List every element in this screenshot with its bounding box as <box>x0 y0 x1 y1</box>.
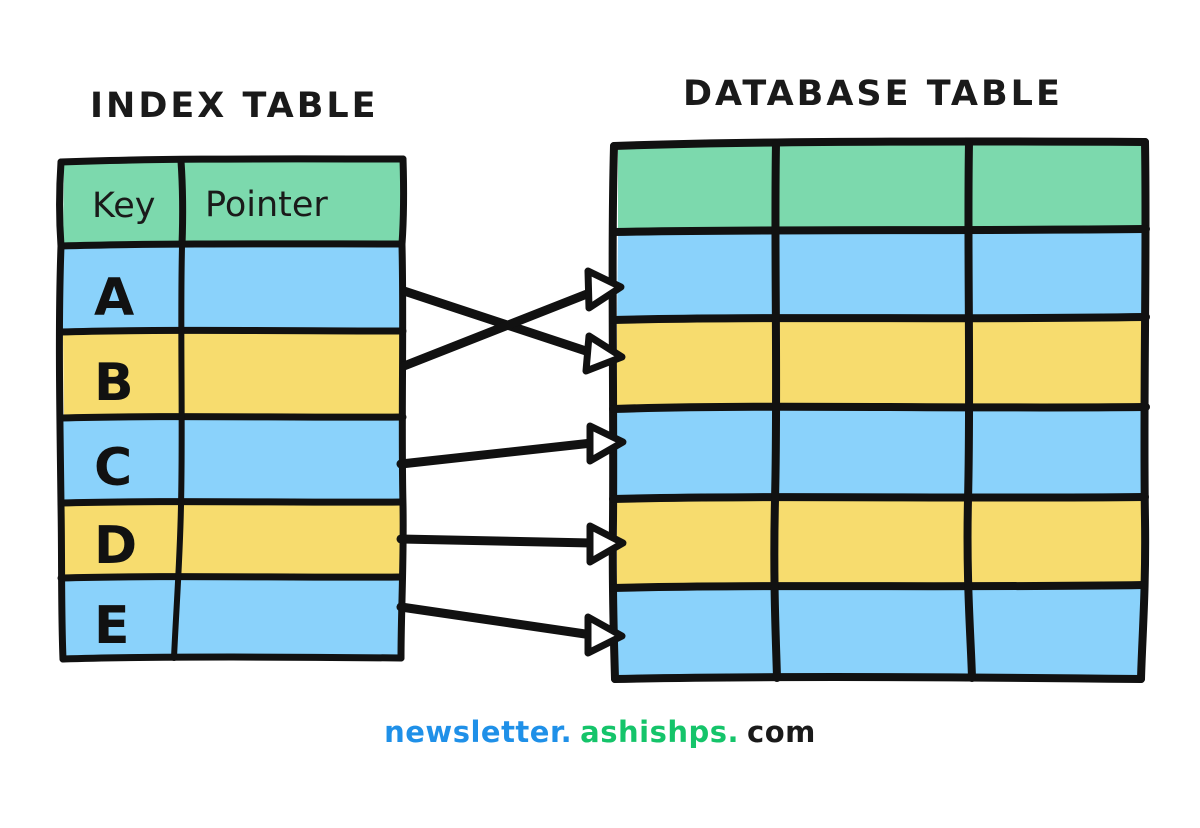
footer-dot-1: . <box>560 715 573 749</box>
pointer-arrow-e <box>396 602 626 657</box>
index-row-fill-a <box>62 245 401 331</box>
index-header-fill <box>63 160 401 244</box>
index-row-separator-3 <box>57 498 406 507</box>
index-header-bottom-border <box>57 240 406 250</box>
pointer-arrowhead-c <box>586 422 627 465</box>
pointer-arrowhead-b <box>584 267 625 312</box>
database-table <box>608 137 1150 683</box>
footer-dot-2: . <box>727 715 740 749</box>
pointer-line-a <box>399 286 597 358</box>
pointer-arrows <box>396 267 627 657</box>
pointer-arrowhead-d <box>586 522 627 566</box>
index-row-fill-d <box>62 503 400 578</box>
db-row-fill-1 <box>617 230 1142 320</box>
db-row-fill-4 <box>617 498 1142 588</box>
index-header-top-border <box>57 155 407 166</box>
index-body-right-border <box>397 241 407 662</box>
pointer-arrow-c <box>396 422 627 469</box>
db-column-divider-2 <box>963 139 976 682</box>
pointer-arrowhead-e <box>584 613 626 657</box>
pointer-arrow-a <box>399 286 626 375</box>
index-header-right-border <box>398 155 408 248</box>
index-header-left-border <box>56 158 65 250</box>
db-row-fill-5 <box>617 585 1141 678</box>
footer-part-ashishps: ashishps <box>580 715 728 749</box>
pointer-arrowhead-a <box>582 332 626 375</box>
db-row-separator-4 <box>609 493 1149 503</box>
index-key-e: E <box>94 596 130 656</box>
db-header-fill <box>618 143 1142 233</box>
index-row-separator-1 <box>56 326 407 336</box>
db-row-separator-5 <box>609 581 1148 592</box>
db-left-border <box>608 142 619 683</box>
db-row-separator-1 <box>609 225 1150 236</box>
index-row-separator-4 <box>57 573 405 582</box>
index-row-fill-e <box>63 578 400 658</box>
db-row-separator-3 <box>609 402 1150 413</box>
db-row-fill-2 <box>617 318 1142 410</box>
index-body-bottom-border <box>59 653 405 663</box>
index-header-column-divider <box>177 157 187 249</box>
index-key-b: B <box>94 353 134 413</box>
index-row-separator-2 <box>57 413 407 422</box>
db-row-fill-3 <box>617 408 1142 500</box>
pointer-arrow-d <box>396 522 627 566</box>
index-table: Key Pointer A B C D E <box>55 155 408 663</box>
index-column-header-key: Key <box>92 186 155 226</box>
db-column-divider-1 <box>770 140 781 682</box>
pointer-arrow-b <box>399 267 625 371</box>
footer-part-newsletter: newsletter <box>384 715 561 749</box>
index-body-left-border <box>55 242 67 663</box>
index-column-header-pointer: Pointer <box>205 185 328 225</box>
index-key-a: A <box>94 268 134 328</box>
index-body-column-divider <box>171 244 185 661</box>
index-key-d: D <box>94 516 137 576</box>
pointer-line-e <box>396 602 597 640</box>
pointer-line-d <box>396 534 597 548</box>
footer-watermark: newsletter.ashishps.com <box>0 715 1200 749</box>
footer-part-com: com <box>747 715 816 749</box>
db-right-border <box>1137 138 1150 683</box>
db-bottom-border <box>611 673 1145 683</box>
index-key-c: C <box>94 438 132 498</box>
pointer-line-c <box>396 438 597 469</box>
index-table-title: INDEX TABLE <box>90 86 379 126</box>
index-row-fill-b <box>63 332 402 418</box>
index-row-fill-c <box>63 419 401 503</box>
database-table-title: DATABASE TABLE <box>683 74 1063 114</box>
db-row-separator-2 <box>609 313 1150 324</box>
pointer-line-b <box>399 287 597 371</box>
db-top-border <box>610 137 1149 150</box>
